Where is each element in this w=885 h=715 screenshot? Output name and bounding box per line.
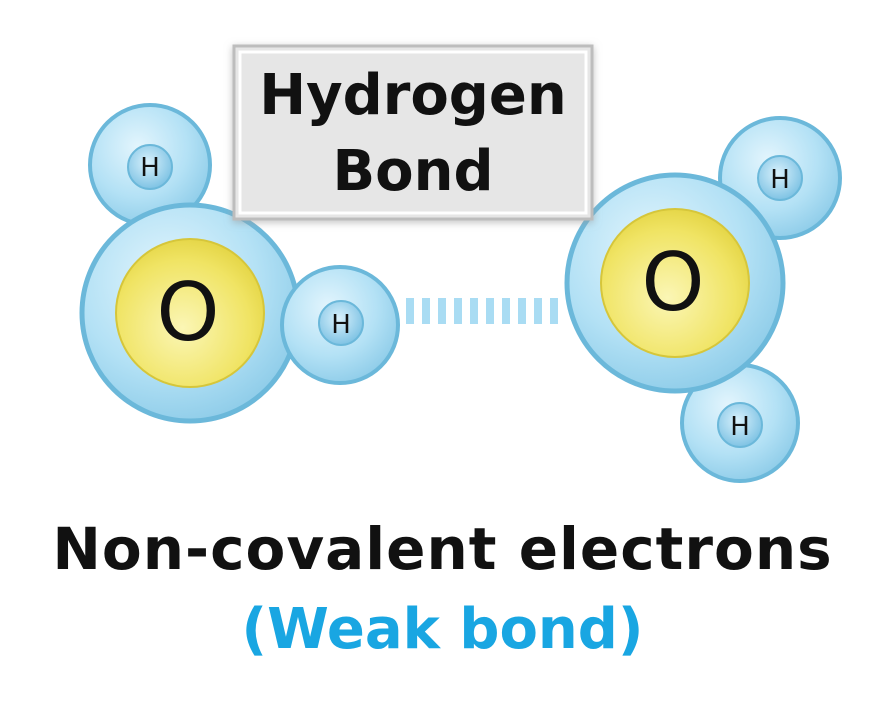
right-oxygen: O [564, 172, 786, 394]
caption-title: Non-covalent electrons [52, 515, 833, 583]
left-oxygen: O [79, 202, 301, 424]
hydrogen-symbol: H [770, 165, 790, 195]
caption-subtitle: (Weak bond) [241, 597, 644, 662]
label-line-2: Bond [332, 139, 493, 204]
hydrogen-symbol: H [730, 412, 750, 442]
left-hydrogen-top: H [88, 103, 212, 227]
oxygen-symbol: O [642, 236, 705, 329]
label-line-1: Hydrogen [259, 63, 566, 128]
left-hydrogen-right: H [280, 265, 400, 385]
hydrogen-bond-dashes [406, 298, 558, 324]
hydrogen-symbol: H [140, 153, 160, 183]
oxygen-symbol: O [157, 266, 220, 359]
hydrogen-bond-label: Hydrogen Bond [232, 44, 594, 221]
hydrogen-symbol: H [331, 310, 351, 340]
